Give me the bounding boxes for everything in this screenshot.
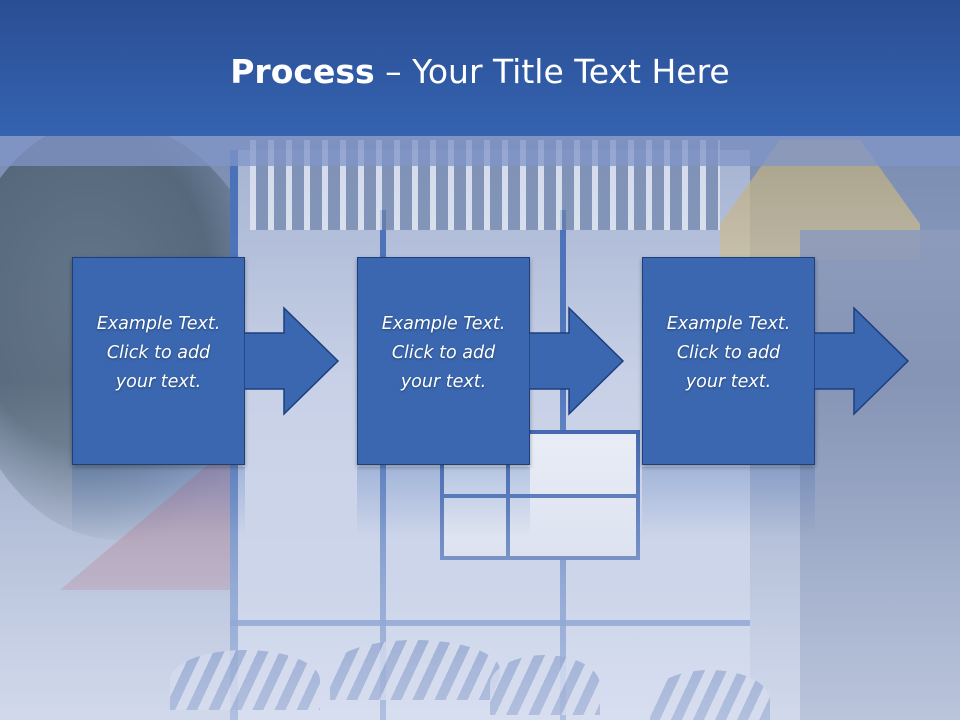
right-arrow-icon xyxy=(244,306,340,416)
right-arrow-icon xyxy=(529,306,625,416)
title-strong: Process xyxy=(230,52,375,91)
process-step-3[interactable]: Example Text. Click to add your text. xyxy=(642,257,815,465)
step-reflection xyxy=(642,467,815,537)
step-text[interactable]: Example Text. Click to add your text. xyxy=(643,310,814,397)
slide-title[interactable]: Process – Your Title Text Here xyxy=(0,52,960,91)
right-arrow-icon xyxy=(814,306,910,416)
step-text-line: your text. xyxy=(115,372,202,392)
step-text-line: Click to add xyxy=(676,343,781,363)
step-text-line: Example Text. xyxy=(381,314,506,334)
title-rest: – Your Title Text Here xyxy=(374,52,730,91)
step-text-line: Click to add xyxy=(106,343,211,363)
title-stripe xyxy=(0,136,960,166)
process-step-1[interactable]: Example Text. Click to add your text. xyxy=(72,257,245,465)
step-text-line: your text. xyxy=(685,372,772,392)
step-text-line: Example Text. xyxy=(666,314,791,334)
step-reflection xyxy=(357,467,530,537)
step-text[interactable]: Example Text. Click to add your text. xyxy=(73,310,244,397)
step-text-line: Example Text. xyxy=(96,314,221,334)
step-reflection xyxy=(72,467,245,537)
step-text-line: Click to add xyxy=(391,343,496,363)
title-bar xyxy=(0,0,960,136)
step-text[interactable]: Example Text. Click to add your text. xyxy=(358,310,529,397)
step-text-line: your text. xyxy=(400,372,487,392)
process-step-2[interactable]: Example Text. Click to add your text. xyxy=(357,257,530,465)
